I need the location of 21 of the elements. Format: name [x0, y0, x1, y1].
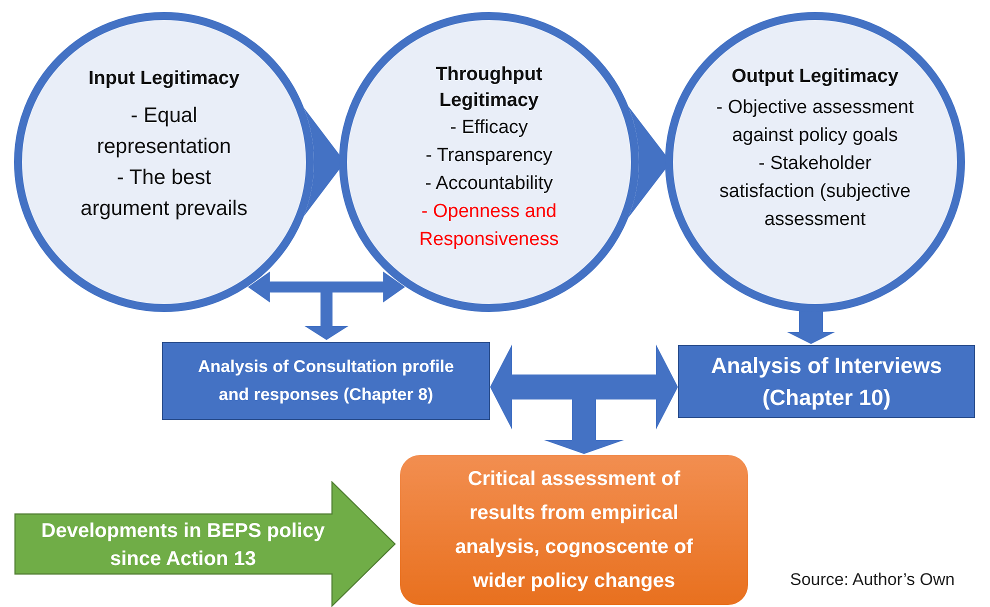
t-shaped-block-arrow: [248, 272, 406, 340]
circle-title: Throughput Legitimacy: [434, 63, 544, 113]
circle-title: Output Legitimacy: [732, 65, 898, 89]
bullet-text: - Transparency: [426, 144, 552, 168]
result-box: [400, 455, 748, 605]
box-text: Critical assessment of results from empirical analysis, cognoscente of wider policy changes: [454, 467, 694, 594]
process-box: [162, 342, 490, 420]
bullet-text: - The best argument prevails: [80, 165, 248, 222]
box-text: Analysis of Interviews (Chapter 10): [710, 352, 944, 412]
box-text: Analysis of Consultation profile and responses (Chapter 8): [197, 356, 455, 406]
bullet-text: - Efficacy: [450, 116, 528, 140]
bullet-text: - Accountability: [425, 172, 553, 196]
process-box: [678, 345, 975, 418]
bullet-text: - Stakeholder satisfaction (subjective assessment: [718, 152, 912, 232]
circle-title: Input Legitimacy: [88, 67, 240, 91]
t-shaped-block-arrow: [490, 344, 678, 454]
bullet-text: - Openness and Responsiveness: [418, 200, 560, 252]
bullet-text: - Objective assessment against policy goals: [715, 96, 915, 148]
arrow-text: Developments in BEPS policy since Action 13: [40, 519, 326, 572]
bullet-text: - Equal representation: [96, 103, 232, 160]
source-note: Source: Author’s Own: [790, 570, 955, 590]
